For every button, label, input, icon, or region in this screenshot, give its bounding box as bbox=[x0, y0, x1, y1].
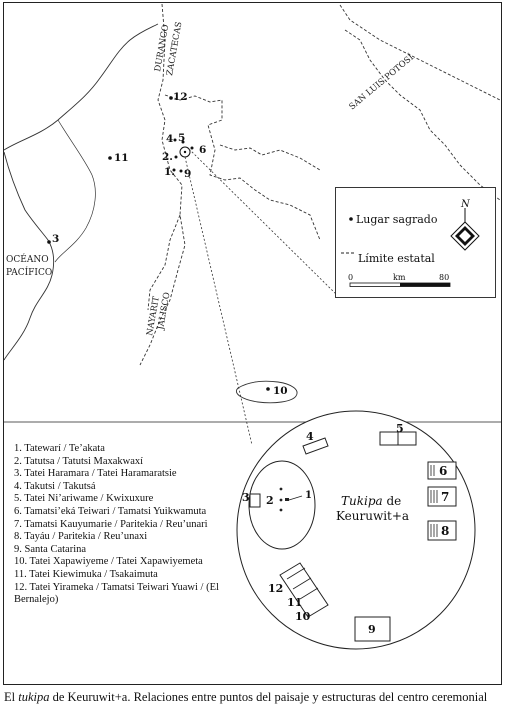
list-item: 9. Santa Catarina bbox=[14, 543, 87, 555]
inset-label-12: 12 bbox=[268, 582, 283, 595]
north-arrow-icon bbox=[450, 208, 480, 251]
list-item: 1. Tatewarí / Te’akata bbox=[14, 443, 105, 454]
map-site-2: 2. bbox=[162, 151, 173, 163]
legend-sacred-place: Lugar sagrado bbox=[356, 213, 438, 226]
list-item: 8. Tayáu / Paritekia / Reu’unaxi bbox=[14, 531, 148, 543]
scale-start: 0 bbox=[348, 273, 353, 282]
projection-line-upper bbox=[188, 148, 339, 297]
sacred-place-markers bbox=[47, 96, 270, 391]
inset-label-3: 3 bbox=[242, 491, 250, 504]
inset-label-10: 10 bbox=[295, 610, 311, 623]
map-site-11: 11 bbox=[114, 152, 129, 164]
inset-title-line2: Keuruwit+a bbox=[336, 509, 409, 523]
map-site-4: 4 bbox=[166, 133, 173, 145]
inset-label-5: 5 bbox=[396, 422, 404, 435]
inset-label-1: 1 bbox=[305, 490, 312, 501]
label-ocean-1: OCÉANO bbox=[6, 253, 49, 265]
inset-patio-ellipse bbox=[248, 460, 316, 550]
map-site-3: 3 bbox=[52, 233, 59, 245]
legend-sacred-marker bbox=[349, 217, 353, 221]
inset-label-9: 9 bbox=[368, 623, 376, 636]
coastline-inner bbox=[54, 119, 96, 263]
projection-line-lower bbox=[184, 156, 253, 446]
list-item: 2. Tatutsa / Tatutsi Maxakwaxí bbox=[14, 455, 144, 467]
list-item: 3. Tatei Haramara / Tatei Haramaratsie bbox=[14, 468, 177, 480]
label-san-luis-potosi: SAN LUIS POTOSÍ bbox=[346, 51, 416, 112]
scale-unit: km bbox=[393, 273, 406, 282]
inset-label-6: 6 bbox=[439, 464, 447, 478]
map-site-10: 10 bbox=[273, 385, 288, 397]
inset-structures bbox=[249, 431, 457, 642]
coastline bbox=[3, 23, 159, 361]
list-item: 6. Tamatsi’eká Teiwari / Tamatsi Yuikwam… bbox=[14, 505, 207, 517]
list-item: 5. Tatei Ni’ariwame / Kwixuxure bbox=[14, 493, 154, 505]
figure-frame bbox=[3, 2, 502, 685]
inset-label-8: 8 bbox=[441, 524, 449, 538]
tukipa-location-dot bbox=[183, 150, 187, 154]
map-site-5: 5 bbox=[178, 132, 185, 144]
list-item: 4. Takutsi / Takutsá bbox=[14, 480, 96, 492]
inset-label-7: 7 bbox=[441, 490, 449, 504]
inset-label-2: 2 bbox=[266, 494, 274, 507]
list-item: 10. Tatei Xapawiyeme / Tatei Xapawiyemet… bbox=[14, 556, 203, 568]
lake-shape bbox=[236, 380, 298, 404]
inset-title-line1: Tukipa de bbox=[341, 494, 401, 508]
inset-structure-hatching bbox=[286, 465, 438, 600]
map-site-1: 1. bbox=[164, 166, 175, 178]
list-item: 11. Tatei Kiewimuka / Tsakaimuta bbox=[14, 568, 158, 580]
state-limits bbox=[139, 3, 501, 366]
map-site-9: 9 bbox=[184, 168, 191, 180]
scale-end: 80 bbox=[439, 273, 449, 282]
map-site-12: 12 bbox=[173, 91, 188, 103]
inset-label-11: 11 bbox=[287, 596, 302, 609]
north-label: N bbox=[460, 199, 471, 210]
legend-state-limit: Límite estatal bbox=[358, 252, 435, 265]
figure-caption: El tukipa de Keuruwit+a. Relaciones entr… bbox=[4, 690, 488, 704]
list-item: 12. Tatei Yirameka / Tamatsi Teiwari Yua… bbox=[14, 581, 219, 606]
list-item: 7. Tamatsi Kauyumarie / Paritekia / Reu’… bbox=[14, 518, 208, 530]
inset-label-4: 4 bbox=[306, 430, 314, 443]
label-ocean-2: PACÍFICO bbox=[6, 266, 52, 278]
place-name-list: 1. Tatewarí / Te’akata 2. Tatutsa / Tatu… bbox=[14, 443, 239, 607]
inset-hearth bbox=[279, 487, 303, 512]
map-site-6: 6 bbox=[199, 144, 206, 156]
scale-bar bbox=[349, 282, 451, 287]
